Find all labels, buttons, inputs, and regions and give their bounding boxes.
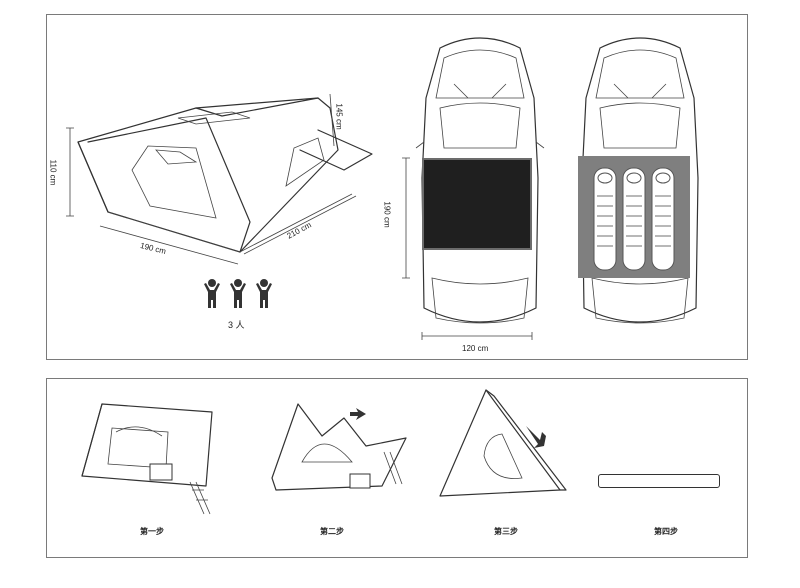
arrow-icon	[350, 408, 366, 420]
step-3-label: 第三步	[494, 527, 518, 536]
folded-tent-top-view	[422, 158, 532, 250]
sleeping-bag-icon	[622, 167, 646, 271]
arrow-icon	[526, 426, 546, 448]
car-top-view-icon	[415, 37, 545, 324]
step-4-illustration	[598, 474, 720, 488]
sleeping-bag-icon	[593, 167, 617, 271]
people-count-label: 3 人	[228, 320, 245, 330]
mat-length-label: 190 cm	[382, 201, 392, 228]
step-2-illustration	[271, 403, 407, 491]
sleeping-bags	[593, 167, 675, 271]
person-icon	[230, 279, 246, 308]
step-1-label: 第一步	[140, 527, 164, 536]
people-icons	[204, 279, 272, 308]
person-icon	[204, 279, 220, 308]
step-3-illustration	[439, 389, 567, 497]
step-2-label: 第二步	[320, 527, 344, 536]
person-icon	[256, 279, 272, 308]
step-4-label: 第四步	[654, 527, 678, 536]
sleeping-bag-icon	[651, 167, 675, 271]
step-1-illustration	[81, 403, 213, 515]
mat-width-label: 120 cm	[462, 344, 489, 353]
car-top-view-icon	[581, 37, 699, 324]
